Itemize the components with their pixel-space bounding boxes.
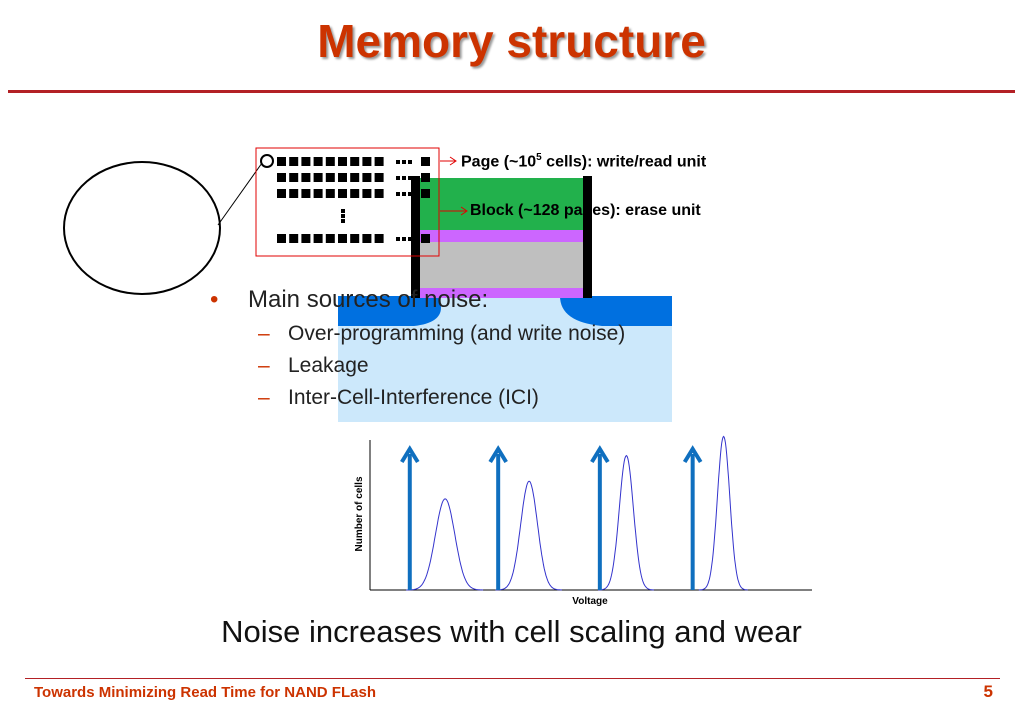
memory-cell <box>374 157 384 166</box>
title-divider <box>8 90 1015 93</box>
ellipsis-dot <box>396 176 400 180</box>
memory-cell <box>338 173 347 182</box>
memory-cell <box>338 157 347 166</box>
gate-wall-left <box>411 176 420 298</box>
arrow-head <box>590 445 610 464</box>
memory-cell <box>301 189 311 198</box>
memory-cell <box>325 234 335 243</box>
highlighted-cell <box>260 154 274 168</box>
sub-bullet-leakage: Leakage <box>210 354 625 378</box>
sub-bullet-ici: Inter-Cell-Interference (ICI) <box>210 386 625 410</box>
memory-cell <box>277 234 286 243</box>
distribution-curve-3 <box>598 454 654 591</box>
memory-cell <box>362 189 372 198</box>
memory-cell <box>325 189 335 198</box>
memory-cell <box>362 157 372 166</box>
footer-title: Towards Minimizing Read Time for NAND FL… <box>34 684 376 701</box>
slide-title: Memory structure <box>317 15 706 67</box>
memory-cell <box>301 157 311 166</box>
memory-cell <box>301 173 311 182</box>
arrow-head <box>488 445 508 464</box>
memory-cell <box>313 189 323 198</box>
memory-cell <box>313 157 323 166</box>
memory-cell <box>421 189 430 198</box>
memory-cell <box>350 157 360 166</box>
conclusion-text: Noise increases with cell scaling and we… <box>221 614 802 649</box>
floating-gate <box>418 242 586 288</box>
ellipsis-dot <box>402 192 406 196</box>
memory-cell <box>277 189 286 198</box>
distribution-curve-2 <box>495 480 562 591</box>
read-threshold-arrows <box>400 445 703 590</box>
memory-cell <box>374 234 384 243</box>
memory-cell <box>421 173 430 182</box>
ellipsis-dot <box>396 160 400 164</box>
distribution-curve-4 <box>698 435 748 591</box>
ellipsis-dot <box>341 214 345 218</box>
ellipsis-dot <box>341 209 345 213</box>
ellipsis-dot <box>402 160 406 164</box>
arrow-head <box>682 445 703 464</box>
x-axis-label: Voltage <box>572 596 608 607</box>
ellipsis-dot <box>408 192 412 196</box>
ellipsis-dot <box>408 237 412 241</box>
memory-cell <box>313 173 323 182</box>
ellipsis-dot <box>341 219 345 223</box>
arrow-head <box>400 445 420 464</box>
memory-cell <box>350 189 360 198</box>
memory-cell <box>350 173 360 182</box>
memory-cell <box>277 157 286 166</box>
sub-bullet-over-programming: Over-programming (and write noise) <box>210 322 625 346</box>
ellipsis-dot <box>408 160 412 164</box>
memory-cell <box>421 234 430 243</box>
memory-cell <box>374 189 384 198</box>
memory-cell <box>289 173 299 182</box>
zoom-connector-line <box>217 162 263 226</box>
block-label: Block (~128 pages): erase unit <box>470 202 701 219</box>
noise-sources-list: Main sources of noise: Over-programming … <box>210 286 625 410</box>
memory-cell <box>301 234 311 243</box>
memory-cell <box>350 234 360 243</box>
gate-wall-right <box>583 176 592 298</box>
footer-divider <box>25 678 1000 679</box>
memory-cell <box>325 157 335 166</box>
ellipsis-dot <box>402 237 406 241</box>
main-bullet: Main sources of noise: <box>210 286 625 314</box>
block-outline <box>255 147 440 257</box>
memory-cell <box>277 173 286 182</box>
distribution-curves <box>406 435 748 591</box>
memory-cell <box>289 234 299 243</box>
memory-cell <box>338 234 347 243</box>
cell-zoom-ellipse <box>63 161 221 295</box>
memory-cell <box>421 157 430 166</box>
inter-gate-dielectric <box>418 230 586 242</box>
page-number: 5 <box>983 682 993 701</box>
y-axis-label: Number of cells <box>354 476 365 551</box>
cell-array <box>277 157 430 243</box>
page-label: Page (~105 cells): write/read unit <box>461 152 707 171</box>
ellipsis-dot <box>396 237 400 241</box>
memory-cell <box>289 189 299 198</box>
memory-cell <box>338 189 347 198</box>
memory-cell <box>362 234 372 243</box>
ellipsis-dot <box>402 176 406 180</box>
memory-cell <box>374 173 384 182</box>
memory-cell <box>313 234 323 243</box>
control-gate <box>418 178 586 230</box>
ellipsis-dot <box>408 176 412 180</box>
distribution-curve-1 <box>406 498 484 591</box>
memory-cell <box>289 157 299 166</box>
memory-cell <box>325 173 335 182</box>
ellipsis-dot <box>396 192 400 196</box>
memory-cell <box>362 173 372 182</box>
